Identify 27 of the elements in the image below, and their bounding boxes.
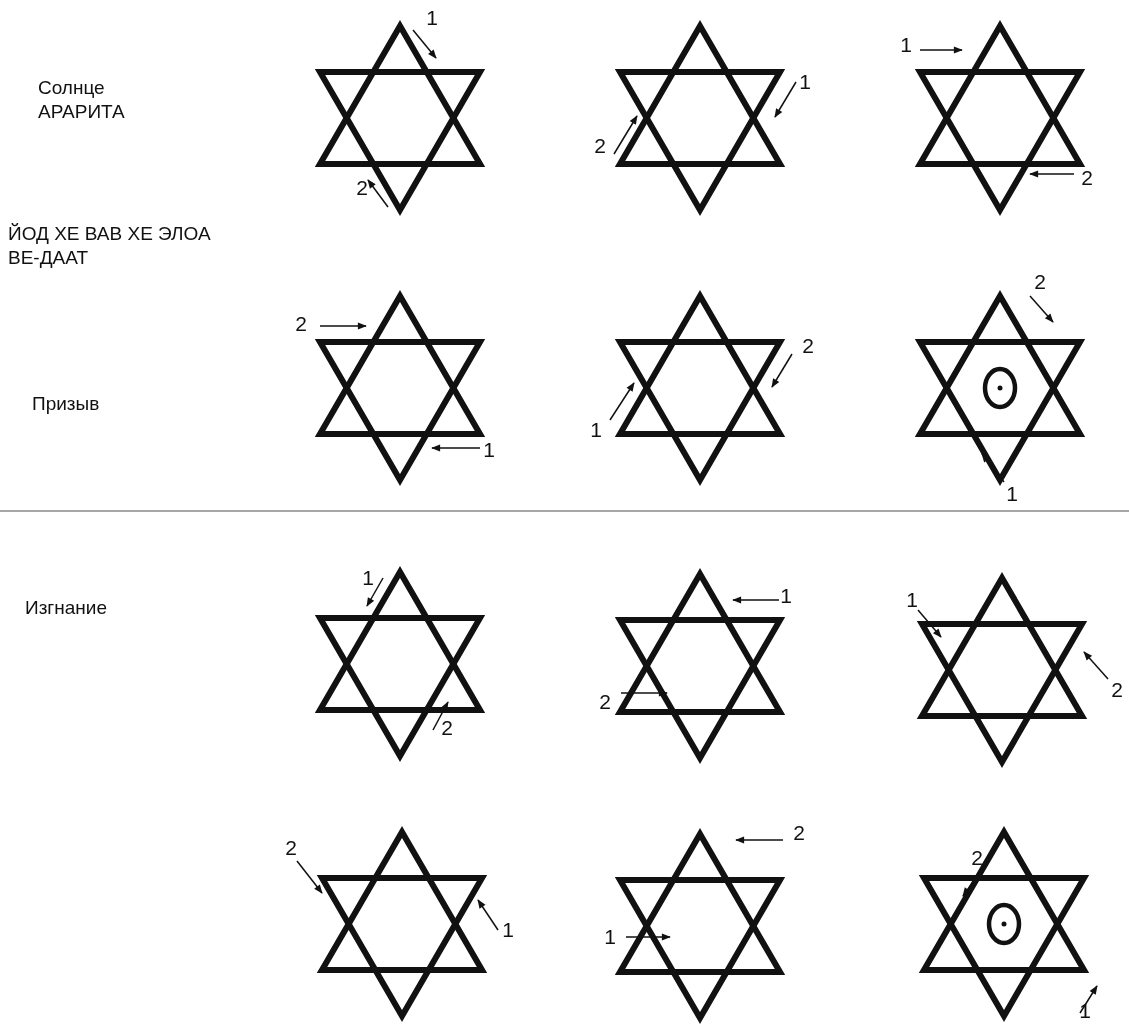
step-number: 2 (802, 335, 814, 357)
step-number: 2 (599, 691, 611, 713)
step-number: 1 (604, 926, 616, 948)
step-number: 1 (780, 585, 792, 607)
step-number: 2 (971, 847, 983, 869)
step-number: 2 (356, 177, 368, 199)
step-number: 2 (793, 822, 805, 844)
step-number: 1 (906, 589, 918, 611)
row-caption: ЙОД ХЕ ВАВ ХЕ ЭЛОА ВЕ-ДААТ (8, 222, 212, 270)
step-number: 2 (1111, 679, 1123, 701)
row-caption: Солнце АРАРИТА (38, 76, 126, 124)
step-number: 1 (1006, 483, 1018, 505)
step-number: 1 (483, 439, 495, 461)
row-caption: Призыв (32, 392, 101, 416)
step-number: 2 (295, 313, 307, 335)
step-number: 2 (285, 837, 297, 859)
row-caption: Изгнание (25, 596, 109, 620)
step-number: 2 (1081, 167, 1093, 189)
step-number: 1 (502, 919, 514, 941)
step-number: 2 (1034, 271, 1046, 293)
step-number: 1 (799, 71, 811, 93)
step-number: 1 (362, 567, 374, 589)
step-number: 1 (590, 419, 602, 441)
step-number: 1 (900, 34, 912, 56)
step-number: 1 (426, 7, 438, 29)
step-number: 2 (594, 135, 606, 157)
step-number: 2 (441, 717, 453, 739)
